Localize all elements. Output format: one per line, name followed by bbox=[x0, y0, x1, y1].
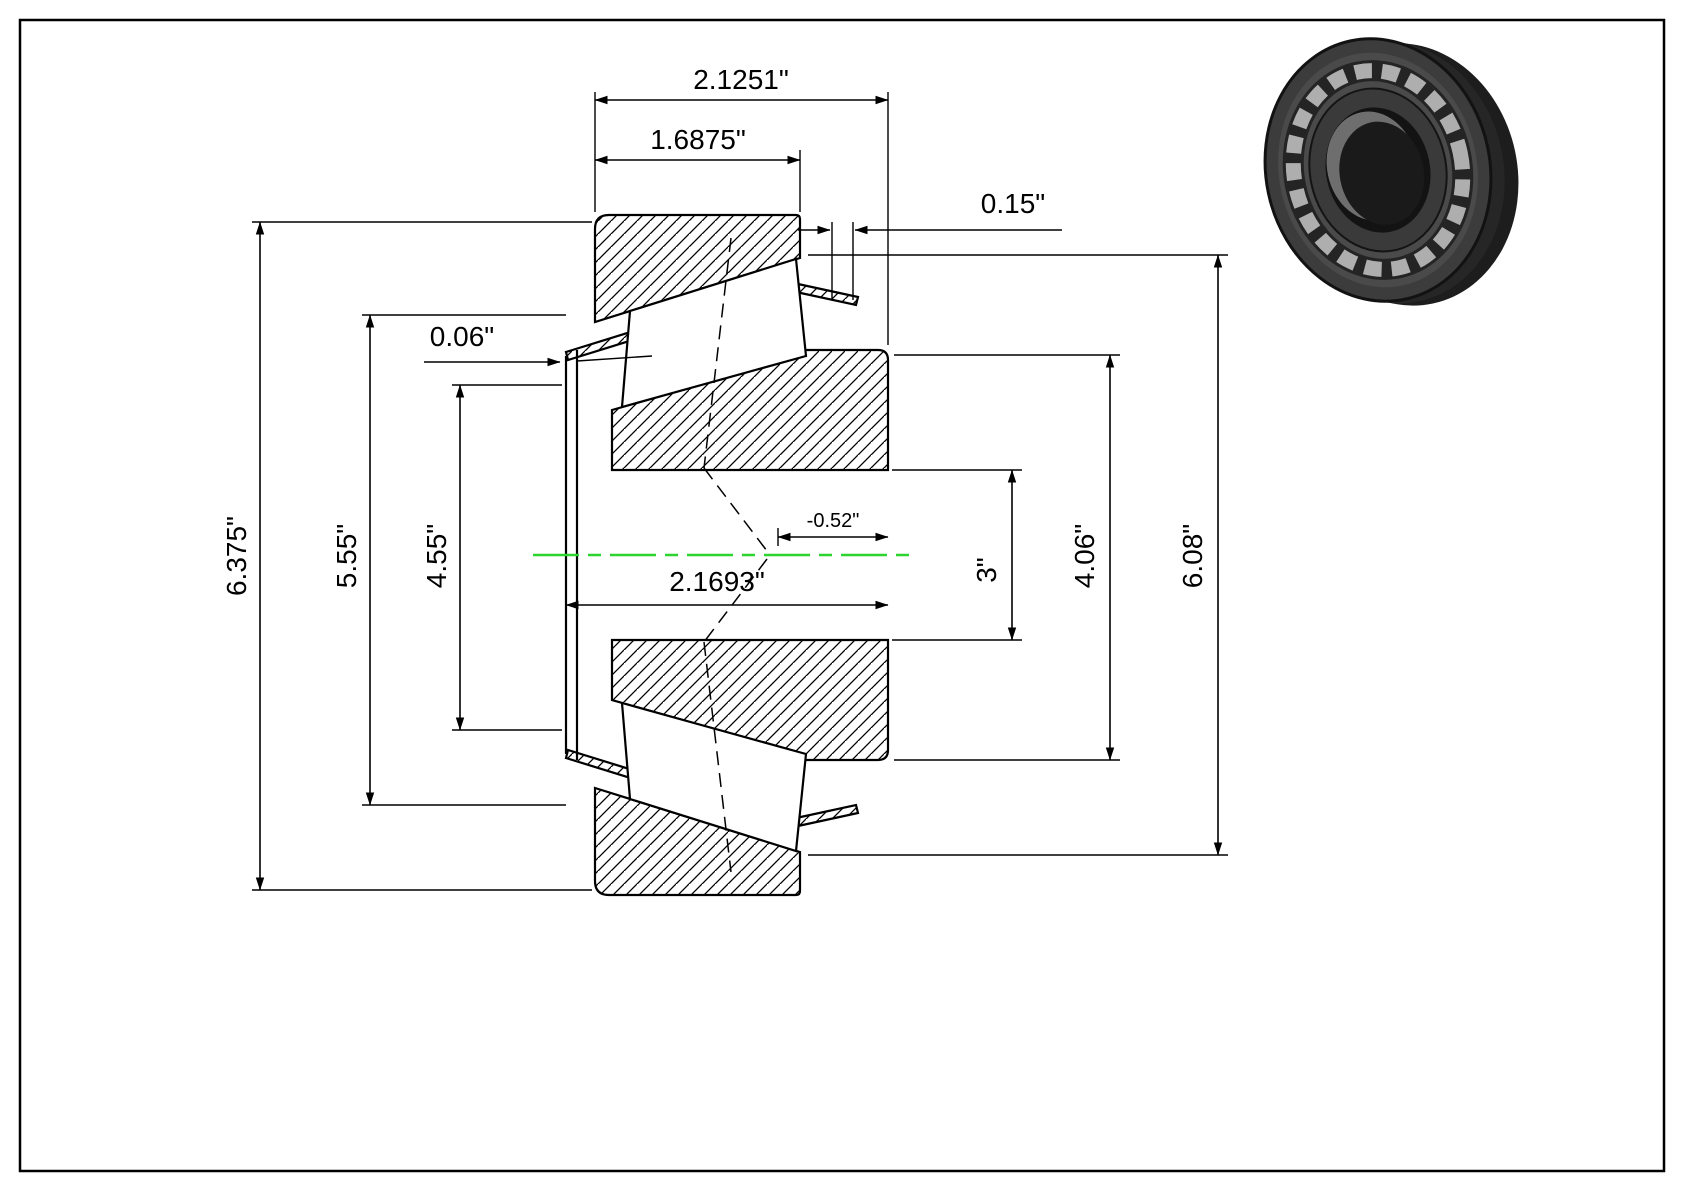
dimension-dia-406: 4.06" bbox=[894, 354, 1120, 761]
dim-label-dia-6375: 6.375" bbox=[221, 516, 252, 596]
dimension-dia-455: 4.55" bbox=[421, 384, 562, 731]
bearing-rollers bbox=[1285, 63, 1471, 277]
roller-axis-lines bbox=[703, 237, 768, 873]
roller-top-section bbox=[620, 257, 808, 409]
cone-top-section bbox=[610, 348, 890, 472]
dimension-dia-3: 3" bbox=[892, 469, 1022, 641]
dim-label-dia-406: 4.06" bbox=[1069, 524, 1100, 588]
dimension-inner-width: 1.6875" bbox=[594, 124, 801, 212]
dimension-offset-015: 0.15" bbox=[798, 188, 1062, 300]
dim-label-length-21693: 2.1693" bbox=[669, 566, 765, 597]
dim-label-inner-width: 1.6875" bbox=[650, 124, 746, 155]
roller-bottom-section bbox=[620, 701, 808, 853]
dimension-offset-052: -0.52" bbox=[777, 510, 889, 546]
dimension-overall-width: 2.1251" bbox=[594, 64, 889, 345]
dim-label-offset-015: 0.15" bbox=[981, 188, 1045, 219]
dim-label-offset-006: 0.06" bbox=[430, 321, 494, 352]
bearing-3d-render bbox=[1263, 37, 1519, 306]
dimension-length-21693: 2.1693" bbox=[565, 566, 889, 610]
dimension-dia-608: 6.08" bbox=[808, 254, 1228, 856]
dim-label-overall-width: 2.1251" bbox=[693, 64, 789, 95]
bearing-bore-hole bbox=[1339, 121, 1425, 225]
cage-strip-bottom-right bbox=[794, 803, 860, 828]
dim-label-dia-3: 3" bbox=[971, 557, 1002, 583]
dimension-annotations: 2.1251" 1.6875" 0.15" 0.06" 6.375" bbox=[221, 64, 1228, 891]
bearing-cross-section bbox=[533, 213, 916, 897]
dimension-dia-6375: 6.375" bbox=[221, 221, 592, 891]
cup-bottom-section bbox=[593, 786, 802, 897]
dim-label-dia-455: 4.55" bbox=[421, 524, 452, 588]
drawing-border bbox=[18, 18, 1666, 1173]
cage-strip-top-right bbox=[794, 282, 860, 307]
cup-top-section bbox=[593, 213, 802, 324]
dimension-offset-006: 0.06" bbox=[424, 321, 653, 367]
dim-label-dia-608: 6.08" bbox=[1177, 524, 1208, 588]
dim-label-offset-052: -0.52" bbox=[807, 510, 860, 532]
dim-label-dia-555: 5.55" bbox=[331, 524, 362, 588]
dimension-dia-555: 5.55" bbox=[331, 314, 566, 806]
